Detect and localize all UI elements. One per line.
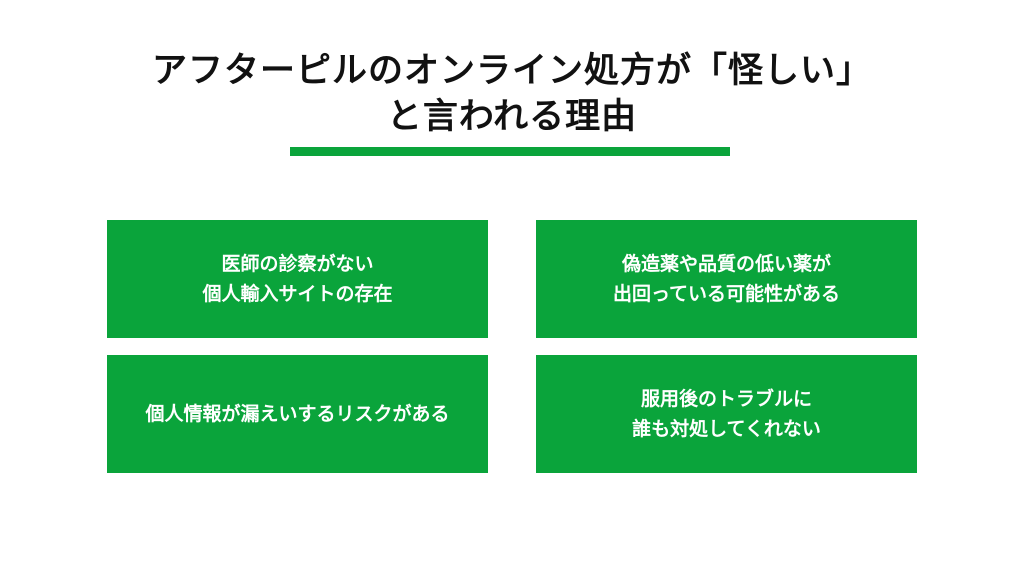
reason-text: 偽造薬や品質の低い薬が	[621, 253, 831, 275]
title-line-1: アフターピルのオンライン処方が「怪しい」	[151, 51, 872, 91]
reason-text: 個人情報が漏えいするリスクがある	[145, 403, 450, 425]
page-title: アフターピルのオンライン処方が「怪しい」 と言われる理由	[0, 48, 1024, 140]
reason-card-data-leak: 個人情報が漏えいするリスクがある	[107, 355, 488, 473]
reason-text: 服用後のトラブルに	[640, 388, 812, 410]
reason-text: 個人輸入サイトの存在	[202, 283, 393, 305]
reason-text: 出回っている可能性がある	[612, 283, 841, 305]
reason-card-counterfeit-drugs: 偽造薬や品質の低い薬が 出回っている可能性がある	[536, 220, 917, 338]
reason-card-no-aftercare: 服用後のトラブルに 誰も対処してくれない	[536, 355, 917, 473]
title-underline	[290, 147, 730, 156]
reason-text: 医師の診察がない	[221, 253, 374, 275]
title-line-2: と言われる理由	[386, 97, 638, 137]
reason-text: 誰も対処してくれない	[632, 418, 821, 440]
reason-card-no-consultation: 医師の診察がない 個人輸入サイトの存在	[107, 220, 488, 338]
